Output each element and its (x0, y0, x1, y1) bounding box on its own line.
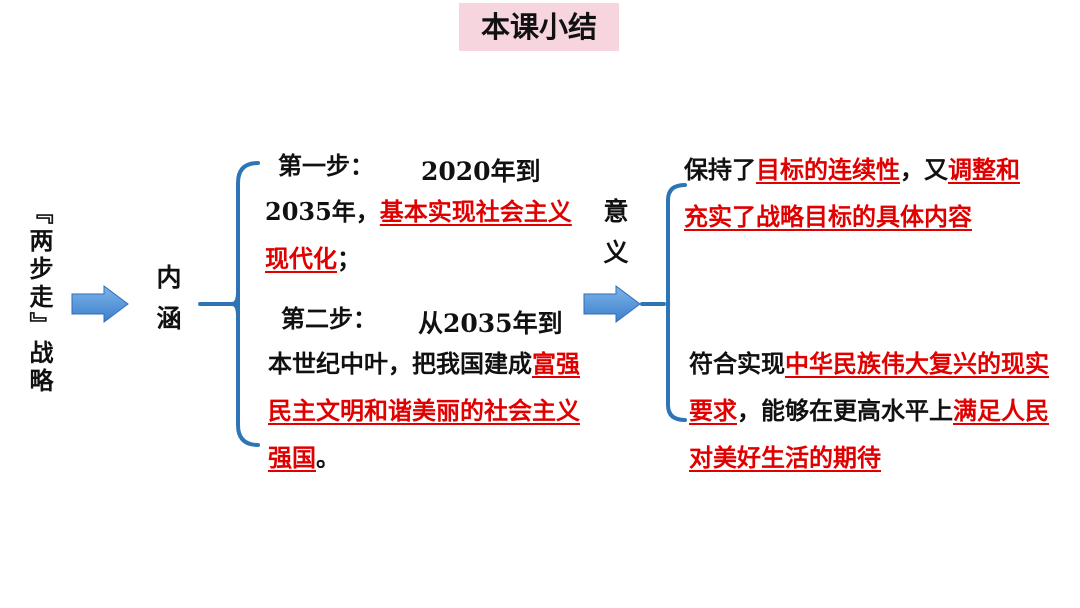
topic-label: 『两步走』战略 (25, 200, 54, 396)
step1-label: 第一步： (278, 151, 374, 180)
sig1-highlight1: 目标的连续性 (756, 155, 900, 184)
step2-year: 从2035年到 (418, 309, 563, 338)
significance-label: 意义 (600, 198, 629, 280)
arrow-icon (583, 285, 641, 323)
sig1-highlight2: 调整和充实了战略目标的具体内容 (684, 155, 1020, 231)
arrow-icon (71, 285, 129, 323)
step1-body-highlight: 基本实现社会主义现代化 (265, 197, 572, 273)
sig2-middle: ，能够在更高水平上 (737, 396, 953, 425)
step1-body-suffix: ； (337, 244, 361, 273)
page-title: 本课小结 (459, 3, 619, 51)
sig2-highlight2: 满足人民对美好生活的期待 (689, 396, 1049, 472)
step1-body-prefix: 2035年， (265, 197, 380, 226)
content-label: 内涵 (153, 264, 182, 346)
sig2-prefix: 符合实现 (689, 349, 785, 378)
step1-year: 2020年到 (421, 157, 541, 186)
sig2-highlight1: 中华民族伟大复兴的现实要求 (689, 349, 1049, 425)
right-brace (640, 183, 687, 422)
significance-item-1: 保持了目标的连续性，又调整和充实了战略目标的具体内容 (684, 146, 1024, 240)
step2-body: 本世纪中叶，把我国建成富强民主文明和谐美丽的社会主义强国。 (268, 340, 588, 481)
left-brace (198, 161, 260, 447)
step2-label: 第二步： (281, 304, 377, 333)
significance-item-2: 符合实现中华民族伟大复兴的现实要求，能够在更高水平上满足人民对美好生活的期待 (689, 340, 1059, 481)
sig1-middle: ，又 (900, 155, 948, 184)
step2-body-highlight: 富强民主文明和谐美丽的社会主义强国 (268, 349, 580, 472)
step2-body-suffix: 。 (316, 443, 340, 472)
step2-body-prefix: 本世纪中叶，把我国建成 (268, 349, 532, 378)
sig1-prefix: 保持了 (684, 155, 756, 184)
step1-body: 2035年，基本实现社会主义现代化； (265, 188, 585, 282)
